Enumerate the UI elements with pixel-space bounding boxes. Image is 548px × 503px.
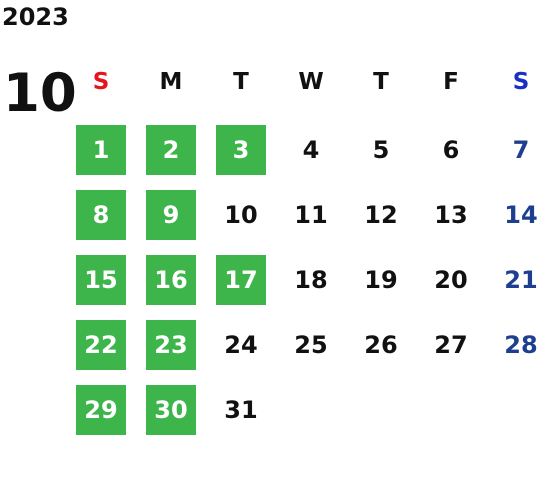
day-cell-20[interactable]: 20: [434, 266, 468, 294]
day-cell-16[interactable]: 16: [146, 255, 196, 305]
day-cell-7[interactable]: 7: [512, 136, 530, 164]
weekday-header-monday: M: [159, 69, 183, 95]
day-cell-24[interactable]: 24: [224, 331, 258, 359]
day-cell-6[interactable]: 6: [442, 136, 460, 164]
day-cell-10[interactable]: 10: [224, 201, 258, 229]
day-cell-31[interactable]: 31: [224, 396, 258, 424]
weekday-header-thursday: T: [373, 69, 389, 95]
weekday-header-saturday: S: [512, 69, 530, 95]
month-label: 10: [3, 63, 77, 124]
day-cell-1[interactable]: 1: [76, 125, 126, 175]
day-cell-9[interactable]: 9: [146, 190, 196, 240]
day-cell-28[interactable]: 28: [504, 331, 538, 359]
day-cell-17[interactable]: 17: [216, 255, 266, 305]
day-cell-25[interactable]: 25: [294, 331, 328, 359]
day-cell-13[interactable]: 13: [434, 201, 468, 229]
day-cell-2[interactable]: 2: [146, 125, 196, 175]
day-cell-26[interactable]: 26: [364, 331, 398, 359]
day-cell-18[interactable]: 18: [294, 266, 328, 294]
weekday-header-friday: F: [443, 69, 459, 95]
day-cell-11[interactable]: 11: [294, 201, 328, 229]
day-cell-22[interactable]: 22: [76, 320, 126, 370]
day-cell-5[interactable]: 5: [372, 136, 390, 164]
day-cell-30[interactable]: 30: [146, 385, 196, 435]
year-label: 2023: [2, 3, 69, 31]
day-cell-21[interactable]: 21: [504, 266, 538, 294]
day-cell-29[interactable]: 29: [76, 385, 126, 435]
day-cell-15[interactable]: 15: [76, 255, 126, 305]
weekday-header-tuesday: T: [233, 69, 249, 95]
weekday-header-sunday: S: [92, 69, 110, 95]
weekday-header-wednesday: W: [298, 69, 324, 95]
day-cell-14[interactable]: 14: [504, 201, 538, 229]
day-cell-4[interactable]: 4: [302, 136, 320, 164]
day-cell-19[interactable]: 19: [364, 266, 398, 294]
day-cell-27[interactable]: 27: [434, 331, 468, 359]
day-cell-8[interactable]: 8: [76, 190, 126, 240]
day-cell-12[interactable]: 12: [364, 201, 398, 229]
day-cell-3[interactable]: 3: [216, 125, 266, 175]
day-cell-23[interactable]: 23: [146, 320, 196, 370]
